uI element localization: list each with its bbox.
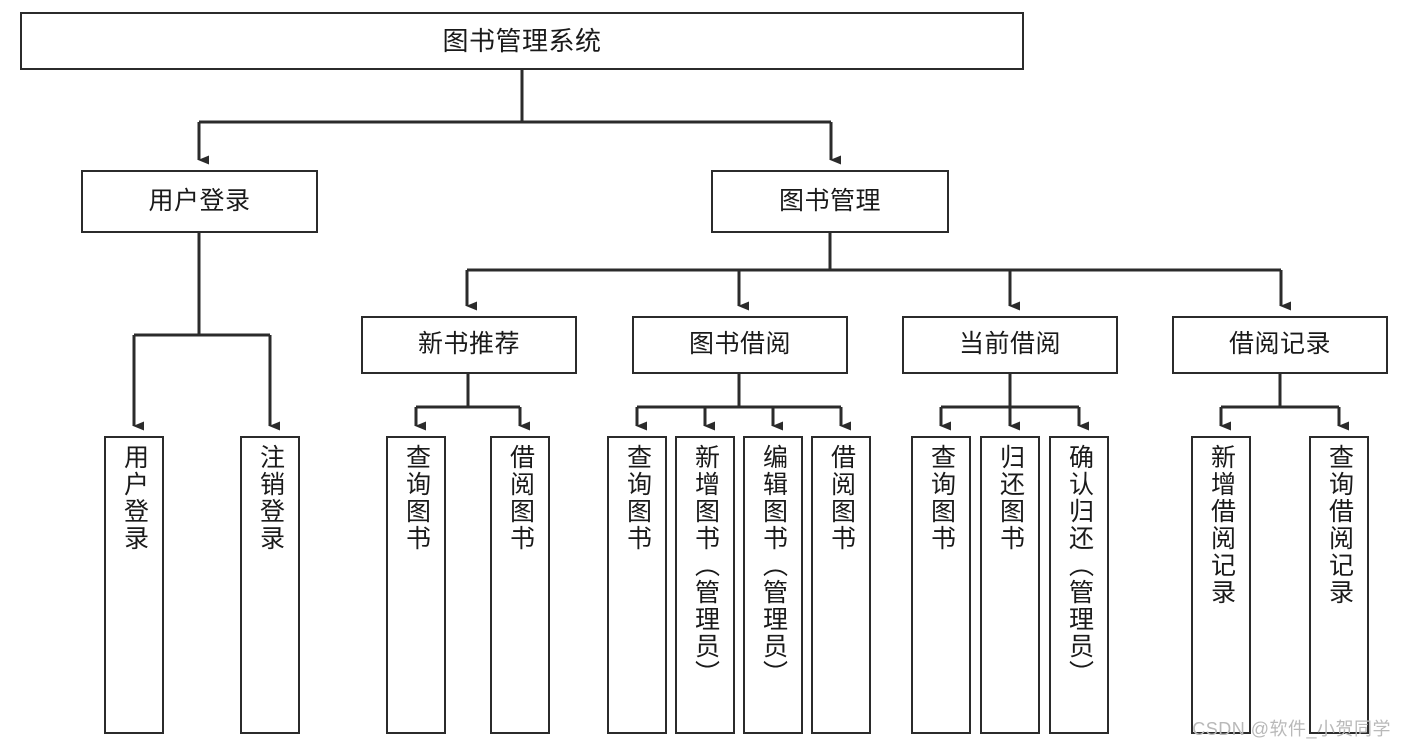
node-book-manage[interactable]: 图书管理 — [711, 170, 949, 233]
node-new-book-recommend[interactable]: 新书推荐 — [361, 316, 577, 374]
leaf-user-login[interactable]: 用户登录 — [104, 436, 164, 734]
leaf-add-book[interactable]: 新增图书（管理员） — [675, 436, 735, 734]
leaf-user-logout[interactable]: 注销登录 — [240, 436, 300, 734]
node-book-borrow[interactable]: 图书借阅 — [632, 316, 848, 374]
node-label: 查询借阅记录 — [1325, 444, 1354, 606]
node-label: 新书推荐 — [417, 330, 520, 359]
node-label: 借阅图书 — [506, 444, 535, 552]
node-label: 注销登录 — [256, 444, 285, 552]
node-label: 归还图书 — [996, 444, 1025, 552]
leaf-query-book-3[interactable]: 查询图书 — [911, 436, 971, 734]
leaf-return-book[interactable]: 归还图书 — [980, 436, 1040, 734]
node-label: 借阅记录 — [1228, 330, 1331, 359]
leaf-borrow-book-2[interactable]: 借阅图书 — [811, 436, 871, 734]
node-label: 图书借阅 — [688, 330, 791, 359]
leaf-confirm-return[interactable]: 确认归还（管理员） — [1049, 436, 1109, 734]
node-current-borrow[interactable]: 当前借阅 — [902, 316, 1118, 374]
leaf-borrow-book-1[interactable]: 借阅图书 — [490, 436, 550, 734]
leaf-query-record[interactable]: 查询借阅记录 — [1309, 436, 1369, 734]
node-borrow-record[interactable]: 借阅记录 — [1172, 316, 1388, 374]
node-label: 用户登录 — [148, 186, 251, 215]
node-label: 查询图书 — [623, 444, 652, 552]
node-label: 图书管理 — [778, 186, 881, 215]
node-label: 新增图书（管理员） — [691, 444, 720, 687]
node-label: 用户登录 — [120, 444, 149, 552]
leaf-edit-book[interactable]: 编辑图书（管理员） — [743, 436, 803, 734]
leaf-query-book-1[interactable]: 查询图书 — [386, 436, 446, 734]
node-label: 查询图书 — [927, 444, 956, 552]
node-label: 当前借阅 — [958, 330, 1061, 359]
node-label: 查询图书 — [402, 444, 431, 552]
node-label: 编辑图书（管理员） — [759, 444, 788, 687]
node-label: 图书管理系统 — [442, 25, 602, 56]
node-label: 新增借阅记录 — [1207, 444, 1236, 606]
node-root-system[interactable]: 图书管理系统 — [20, 12, 1024, 70]
node-label: 确认归还（管理员） — [1065, 444, 1094, 687]
leaf-add-record[interactable]: 新增借阅记录 — [1191, 436, 1251, 734]
node-user-login[interactable]: 用户登录 — [81, 170, 318, 233]
node-label: 借阅图书 — [827, 444, 856, 552]
leaf-query-book-2[interactable]: 查询图书 — [607, 436, 667, 734]
